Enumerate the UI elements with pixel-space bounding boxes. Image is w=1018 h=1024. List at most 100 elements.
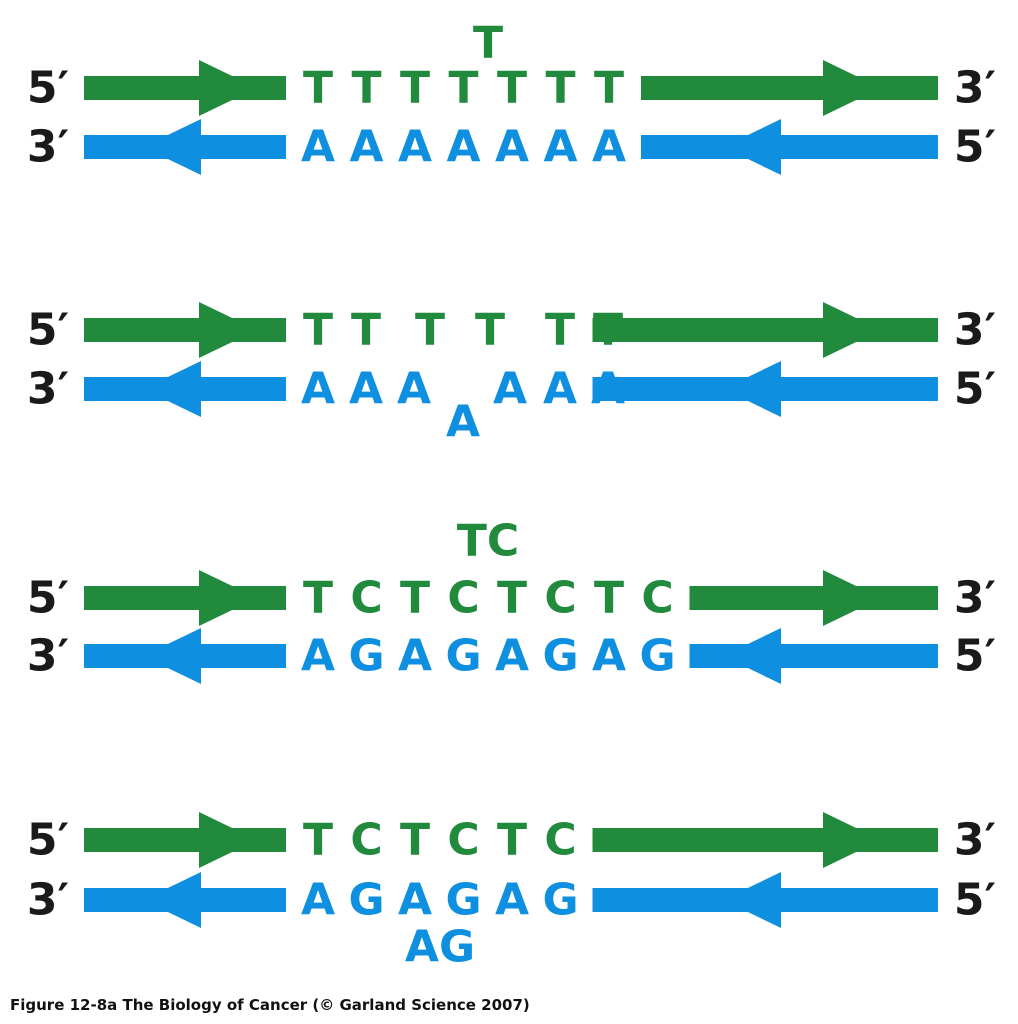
bottom-strand-base: A [398,875,432,926]
top-strand-base: C [544,573,576,624]
bottom-strand-right-arrow-icon [641,119,938,175]
top-strand-5prime-label: 5′ [27,573,69,624]
bottom-strand-left-arrow-icon [84,872,286,928]
top-strand-left-arrow-icon-head [199,302,257,358]
top-strand-right-arrow-icon [689,570,938,626]
top-strand-base: T [497,573,527,624]
bottom-strand-base: A [446,122,480,173]
bottom-strand-3prime-label: 3′ [27,631,69,682]
top-strand-left-arrow-icon [84,812,286,868]
top-strand-left-arrow-icon [84,60,286,116]
top-strand-base: T [351,305,381,356]
top-strand-5prime-label: 5′ [27,63,69,114]
top-strand-base: T [475,305,505,356]
looped-out-bottom-bases: A [446,397,480,448]
top-strand-base: T [415,305,445,356]
top-strand-left-arrow-icon [84,570,286,626]
bottom-strand-base: A [493,364,527,415]
top-strand-base: T [448,63,478,114]
top-strand-3prime-label: 3′ [954,305,996,356]
top-strand-base: T [594,573,624,624]
bottom-strand-right-arrow-icon-head [723,872,781,928]
bottom-strand-5prime-label: 5′ [954,364,996,415]
bottom-strand-base: G [348,875,384,926]
bottom-strand-right-arrow-icon [592,361,938,417]
bottom-strand-left-arrow-icon [84,119,286,175]
top-strand-left-arrow-icon-head [199,60,257,116]
bottom-strand-3prime-label: 3′ [27,364,69,415]
top-strand-3prime-label: 3′ [954,63,996,114]
top-strand-base: T [400,63,430,114]
bottom-strand-left-arrow-icon [84,361,286,417]
bottom-strand-base: A [301,875,335,926]
bottom-strand-right-arrow-icon [592,872,938,928]
top-strand-base: T [303,63,333,114]
bottom-strand-base: G [348,631,384,682]
figure-caption: Figure 12-8a The Biology of Cancer (© Ga… [10,996,530,1014]
bottom-strand-base: G [542,875,578,926]
bottom-strand-base: A [592,631,626,682]
top-strand-base: T [497,63,527,114]
bottom-strand-5prime-label: 5′ [954,631,996,682]
bottom-strand-left-arrow-icon-head [143,119,201,175]
bottom-strand-left-arrow-icon-head [143,628,201,684]
bottom-strand-base: A [301,364,335,415]
bottom-strand-base: G [639,631,675,682]
bottom-strand-3prime-label: 3′ [27,122,69,173]
top-strand-base: C [641,573,673,624]
top-strand-base: C [350,573,382,624]
top-strand-5prime-label: 5′ [27,305,69,356]
top-strand-base: T [545,305,575,356]
top-strand-right-arrow-icon-head [823,812,881,868]
top-strand-3prime-label: 3′ [954,815,996,866]
top-strand-base: T [303,573,333,624]
top-strand-right-arrow-icon-head [823,302,881,358]
bottom-strand-base: A [495,122,529,173]
looped-out-top-bases: T [473,18,503,69]
bottom-strand-base: A [495,875,529,926]
bottom-strand-5prime-label: 5′ [954,122,996,173]
looped-out-bottom-bases: AG [405,922,475,973]
bottom-strand-base: A [592,122,626,173]
top-strand-right-arrow-icon [592,302,938,358]
top-strand-right-arrow-icon-head [823,60,881,116]
top-strand-left-arrow-icon-head [199,570,257,626]
bottom-strand-right-arrow-icon-head [723,119,781,175]
bottom-strand-base: A [301,631,335,682]
top-strand-base: T [351,63,381,114]
bottom-strand-base: A [495,631,529,682]
top-strand-base: T [303,305,333,356]
top-strand-base: C [447,573,479,624]
top-strand-left-arrow-icon [84,302,286,358]
top-strand-base: T [303,815,333,866]
bottom-strand-base: A [349,122,383,173]
bottom-strand-left-arrow-icon [84,628,286,684]
top-strand-base: T [497,815,527,866]
looped-out-top-bases: TC [457,516,519,567]
bottom-strand-base: A [543,122,577,173]
bottom-strand-base: A [543,364,577,415]
top-strand-base: T [400,815,430,866]
bottom-strand-base: G [542,631,578,682]
top-strand-left-arrow-icon-head [199,812,257,868]
top-strand-base: T [545,63,575,114]
top-strand-right-arrow-icon [641,60,938,116]
top-strand-base: C [544,815,576,866]
top-strand-base: T [594,63,624,114]
top-strand-3prime-label: 3′ [954,573,996,624]
bottom-strand-right-arrow-icon [689,628,938,684]
bottom-strand-base: G [445,875,481,926]
top-strand-right-arrow-icon [592,812,938,868]
bottom-strand-5prime-label: 5′ [954,875,996,926]
bottom-strand-base: A [398,122,432,173]
bottom-strand-base: G [445,631,481,682]
bottom-strand-base: A [397,364,431,415]
bottom-strand-3prime-label: 3′ [27,875,69,926]
bottom-strand-right-arrow-icon-head [723,628,781,684]
bottom-strand-base: A [349,364,383,415]
bottom-strand-base: A [301,122,335,173]
